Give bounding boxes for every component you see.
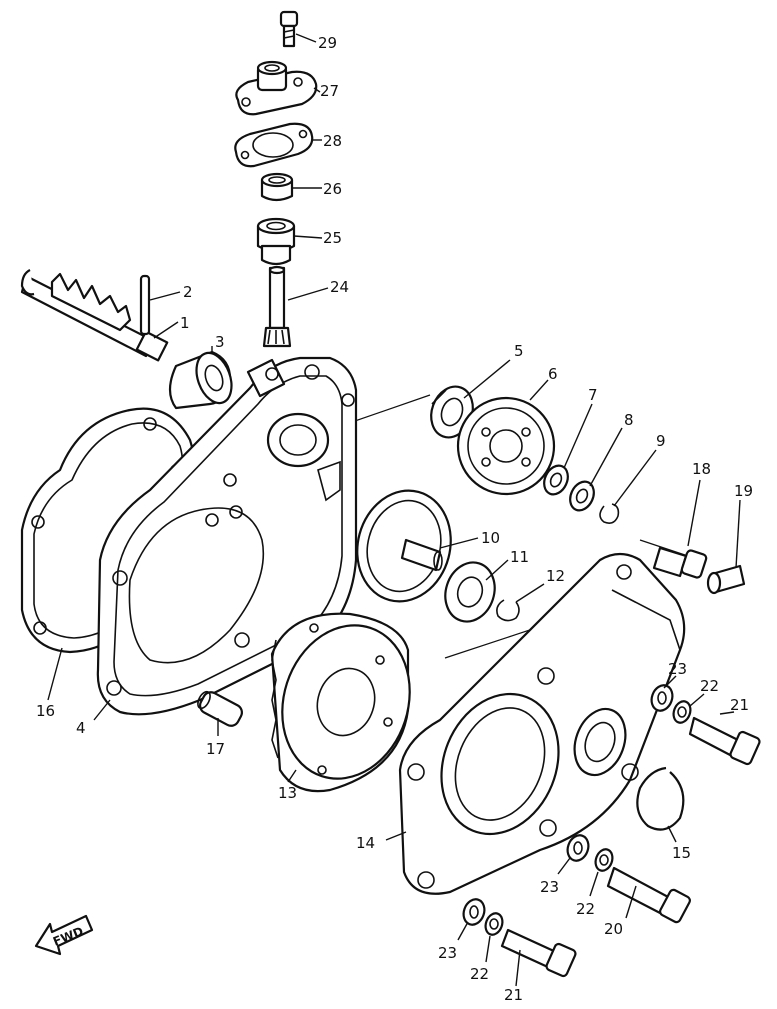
part-7-washer [543, 464, 569, 496]
part-9-circlip [599, 503, 620, 524]
part-20-bolt [606, 866, 691, 924]
callout-labels: 29 27 28 26 25 24 2 1 3 5 6 7 8 9 18 19 … [36, 34, 753, 1004]
part-21-bolt-a [688, 716, 761, 766]
callout-19: 19 [734, 482, 753, 500]
part-2-pin [139, 274, 151, 336]
part-23-washer-a [650, 684, 674, 712]
part-29-screw [279, 10, 299, 48]
part-24-shaft [262, 265, 292, 348]
callout-23-b: 23 [540, 878, 559, 896]
callout-22-a: 22 [700, 677, 719, 695]
part-19-plug [706, 564, 746, 595]
part-27-fitting-flange [235, 60, 318, 116]
callout-14: 14 [356, 834, 375, 852]
part-13-clutch-housing [270, 612, 411, 793]
part-28-gasket [234, 122, 314, 168]
callout-7: 7 [588, 386, 598, 404]
callout-5: 5 [514, 342, 524, 360]
callout-21-a: 21 [730, 696, 749, 714]
callout-6: 6 [548, 365, 558, 383]
part-22-washer-c [484, 912, 504, 936]
part-15-snap-ring [636, 766, 685, 831]
callout-27: 27 [320, 82, 339, 100]
part-22-washer-b [594, 848, 614, 872]
callout-9: 9 [656, 432, 666, 450]
part-12-circlip [496, 599, 520, 622]
callout-17: 17 [206, 740, 225, 758]
part-3-bushing [168, 350, 233, 410]
part-26-seal [260, 172, 294, 202]
part-21-bolt-b [500, 928, 577, 978]
part-4-crankcase-cover [96, 356, 358, 716]
part-11-bearing [444, 561, 496, 623]
part-6-gear [456, 396, 556, 496]
part-23-washer-b [566, 834, 590, 862]
callout-29: 29 [318, 34, 337, 52]
callout-2: 2 [183, 283, 193, 301]
part-14-crankcase-cover [398, 552, 686, 895]
callout-26: 26 [323, 180, 342, 198]
callout-12: 12 [546, 567, 565, 585]
part-17-dowel-pin [197, 690, 243, 727]
callout-22-b: 22 [576, 900, 595, 918]
callout-21-b: 21 [504, 986, 523, 1004]
callout-8: 8 [624, 411, 634, 429]
callout-20: 20 [604, 920, 623, 938]
callout-24: 24 [330, 278, 349, 296]
callout-15: 15 [672, 844, 691, 862]
part-22-washer-a [672, 700, 692, 724]
callout-18: 18 [692, 460, 711, 478]
callout-25: 25 [323, 229, 342, 247]
callout-28: 28 [323, 132, 342, 150]
callout-16: 16 [36, 702, 55, 720]
callout-3: 3 [215, 333, 225, 351]
callout-22-c: 22 [470, 965, 489, 983]
callout-13: 13 [278, 784, 297, 802]
callout-10: 10 [481, 529, 500, 547]
callout-11: 11 [510, 548, 529, 566]
callout-23-c: 23 [438, 944, 457, 962]
part-18-bolt [652, 546, 708, 579]
callout-1: 1 [180, 314, 190, 332]
callout-23-a: 23 [668, 660, 687, 678]
part-23-washer-c [462, 898, 486, 926]
fwd-arrow-icon: FWD [34, 914, 94, 956]
part-1-worm-shaft [20, 269, 169, 362]
part-10-gear-shaft [356, 489, 452, 603]
callout-4: 4 [76, 719, 86, 737]
part-25-bushing [256, 217, 296, 266]
part-8-washer [569, 480, 595, 512]
leader-lines [47, 33, 741, 987]
